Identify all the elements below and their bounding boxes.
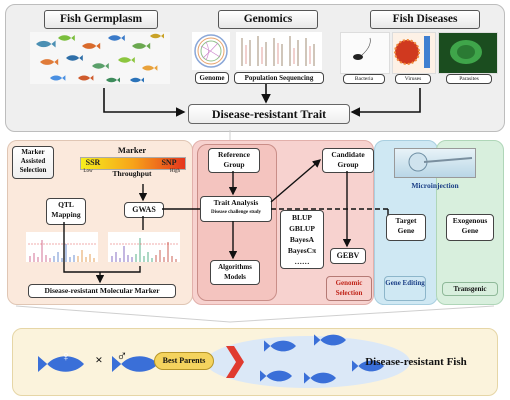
genome-label: Genome (195, 72, 229, 84)
microinjection-image (394, 148, 476, 178)
bacteria-image (340, 32, 390, 74)
gwas-box: GWAS (124, 202, 164, 218)
model-item: BayesCπ (287, 246, 317, 255)
cross-symbol: × (95, 352, 103, 367)
male-symbol: ♂ (116, 349, 128, 365)
genomics-title: Genomics (218, 10, 318, 29)
popseq-label: Population Sequencing (234, 72, 324, 84)
trait-analysis-label: Trait Analysis (213, 198, 259, 207)
marker-label: Marker (117, 145, 147, 155)
gebv-box: GEBV (330, 248, 366, 264)
transgenic-label: Transgenic (442, 282, 498, 296)
viruses-label: Viruses (395, 74, 431, 84)
qtl-box: QTL Mapping (46, 198, 86, 225)
trait-box: Disease-resistant Trait (188, 104, 350, 124)
germplasm-image (30, 32, 170, 84)
ssr-label: SSR (85, 158, 101, 167)
algorithms-box: Algorithms Models (210, 260, 260, 285)
molecular-marker-box: Disease-resistant Molecular Marker (28, 284, 176, 298)
throughput-label: Throughput (112, 169, 152, 178)
gene-editing-label: Gene Editing (384, 276, 426, 301)
throughput-gradient-bar (80, 157, 186, 170)
chevron-right-icon (226, 346, 244, 378)
challenge-label: Disease challenge study (211, 210, 261, 215)
model-item: BayesA (289, 235, 315, 244)
target-gene-box: Target Gene (386, 214, 426, 241)
parasites-image (438, 32, 498, 74)
genomic-selection-label: Genomic Selection (326, 276, 372, 301)
candidate-group-box: Candidate Group (322, 148, 374, 173)
models-box: BLUP GBLUP BayesA BayesCπ …… (280, 210, 324, 269)
microinjection-label: Microinjection (411, 181, 459, 190)
model-item: GBLUP (289, 224, 315, 233)
parasites-label: Parasites (446, 74, 492, 84)
best-parents-badge: Best Parents (154, 352, 214, 370)
high-label: High (170, 169, 180, 174)
mas-title: Marker Assisted Selection (12, 146, 54, 179)
germplasm-title: Fish Germplasm (44, 10, 158, 29)
model-item: BLUP (291, 213, 312, 222)
bacteria-label: Bacteria (343, 74, 385, 84)
result-label: Disease-resistant Fish (365, 356, 467, 368)
reference-group-box: Reference Group (208, 148, 260, 173)
snp-label: SNP (161, 158, 177, 167)
diseases-title: Fish Diseases (370, 10, 480, 29)
exogenous-gene-box: Exogenous Gene (446, 214, 494, 241)
female-symbol: ♀ (60, 350, 72, 365)
model-item: …… (294, 257, 310, 266)
low-label: Low (83, 169, 93, 174)
